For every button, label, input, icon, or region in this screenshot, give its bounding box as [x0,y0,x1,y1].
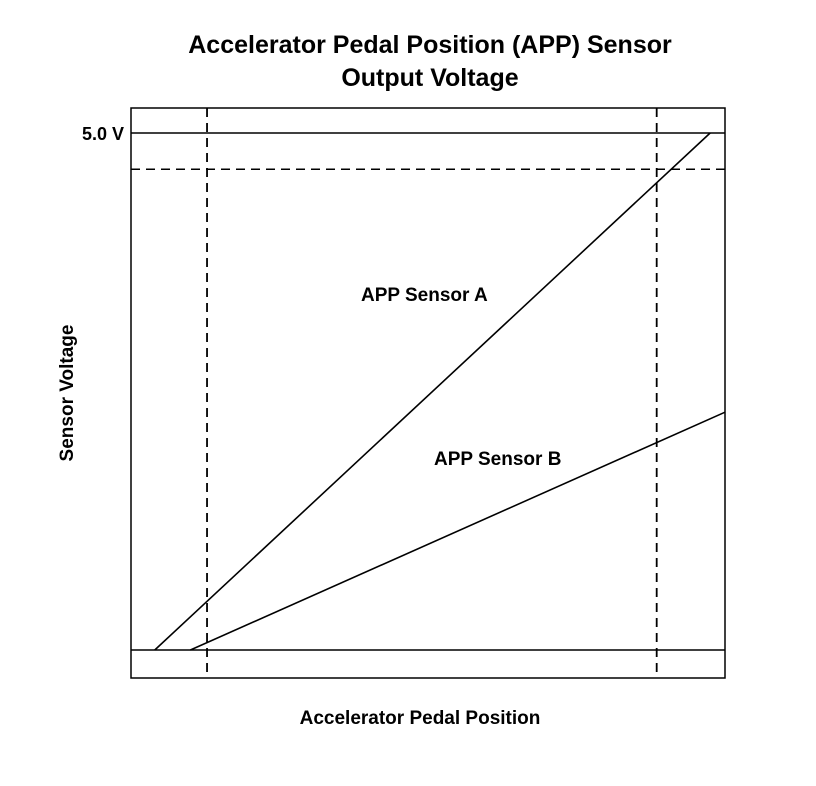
y-tick-label-max: 5.0 V [82,124,124,144]
y-axis-label: Sensor Voltage [57,325,78,462]
x-axis-label: Accelerator Pedal Position [300,708,541,729]
chart-subtitle: Output Voltage [341,64,518,92]
plot-frame [130,107,726,679]
series-line-app-sensor-a [154,132,711,651]
chart-title: Accelerator Pedal Position (APP) Sensor [188,31,672,59]
series-line-app-sensor-b [190,411,726,651]
series-label-app-sensor-b: APP Sensor B [434,449,561,470]
series-label-app-sensor-a: APP Sensor A [361,285,488,306]
